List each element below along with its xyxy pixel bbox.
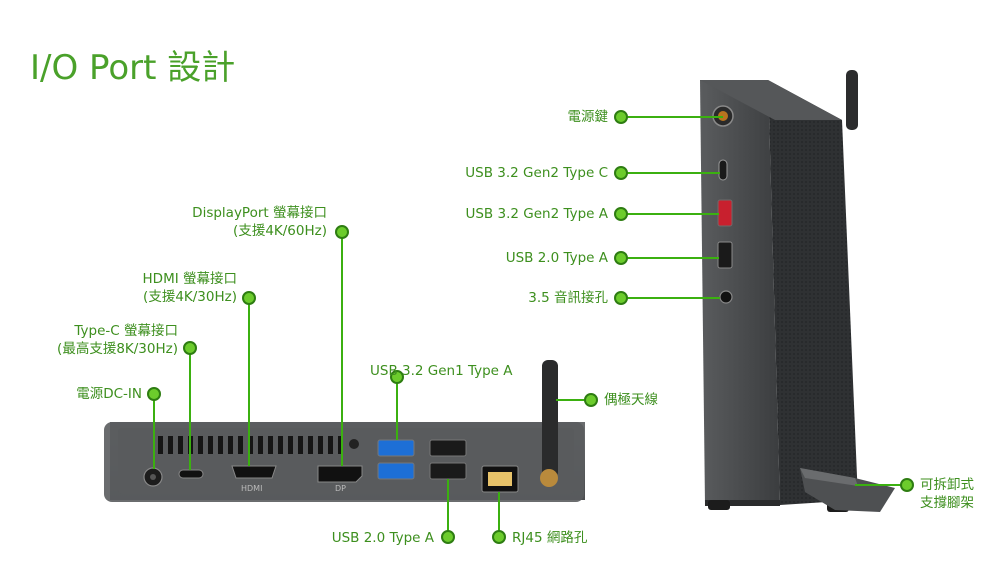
tower-antenna (846, 70, 858, 130)
callout-line-displayport (341, 236, 343, 466)
label-hdmi: HDMI 螢幕接口(支援4K/30Hz) (142, 271, 237, 305)
dot-usb20-bottom (441, 530, 455, 544)
dot-usb32gen1 (390, 370, 404, 384)
callout-line-hdmi (248, 302, 250, 466)
dot-displayport (335, 225, 349, 239)
dot-hdmi (242, 291, 256, 305)
dot-power (614, 110, 628, 124)
label-stand: 可拆卸式支撐腳架 (920, 477, 974, 511)
callout-line-power (624, 116, 723, 118)
callout-line-audio (624, 297, 720, 299)
label-displayport: DisplayPort 螢幕接口(支援4K/60Hz) (192, 205, 327, 239)
tower-pc (700, 80, 895, 512)
dp-port-mark: DP (335, 484, 346, 493)
callout-line-usb20-side (624, 257, 719, 259)
callout-line-usb32gen2a (624, 213, 719, 215)
label-typec: Type-C 螢幕接口(最高支援8K/30Hz) (57, 323, 178, 357)
callout-line-usb20-bottom (447, 479, 449, 535)
label-power: 電源鍵 (567, 109, 609, 125)
dot-rj45 (492, 530, 506, 544)
callout-line-antenna (556, 399, 586, 401)
callout-line-usbc (624, 172, 720, 174)
callout-line-stand (855, 484, 905, 486)
dot-stand (900, 478, 914, 492)
label-usbc: USB 3.2 Gen2 Type C (465, 165, 608, 181)
label-usb20-bottom: USB 2.0 Type A (331, 530, 434, 546)
dot-audio (614, 291, 628, 305)
callout-line-typec (189, 353, 191, 470)
dot-antenna (584, 393, 598, 407)
dot-dcin (147, 387, 161, 401)
callout-line-rj45 (498, 492, 500, 535)
dot-usb32gen2a (614, 207, 628, 221)
dot-usb20-side (614, 251, 628, 265)
label-dcin: 電源DC-IN (76, 386, 142, 402)
label-rj45: RJ45 網路孔 (512, 530, 588, 546)
label-usb20-side: USB 2.0 Type A (505, 250, 608, 266)
dot-typec (183, 341, 197, 355)
callout-line-usb32gen1 (396, 382, 398, 440)
hdmi-port-mark: HDMI (241, 484, 263, 493)
label-antenna: 偶極天線 (604, 392, 658, 408)
label-audio: 3.5 音訊接孔 (528, 290, 608, 306)
label-usb32gen1: USB 3.2 Gen1 Type A (370, 363, 513, 379)
page-title: I/O Port 設計 (30, 48, 236, 88)
dot-usbc (614, 166, 628, 180)
callout-line-dcin (153, 399, 155, 469)
box-pc (104, 360, 585, 502)
label-usb32gen2a: USB 3.2 Gen2 Type A (465, 206, 608, 222)
